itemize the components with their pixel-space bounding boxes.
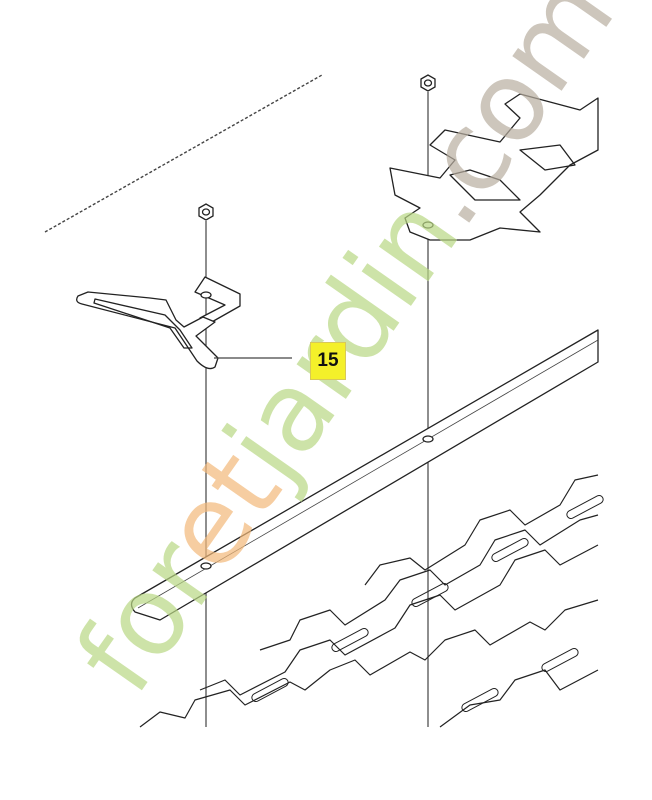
toothed-blade-guide xyxy=(389,93,599,241)
blade-guide-plate xyxy=(76,276,241,370)
lock-nut-left-icon xyxy=(198,203,214,221)
toothed-cutter-blade xyxy=(139,474,604,728)
flat-guide-bar xyxy=(130,329,599,621)
callout-label-15: 15 xyxy=(310,342,346,380)
dashed-boundary-line xyxy=(44,74,323,233)
lock-nut-right-icon xyxy=(420,74,436,92)
